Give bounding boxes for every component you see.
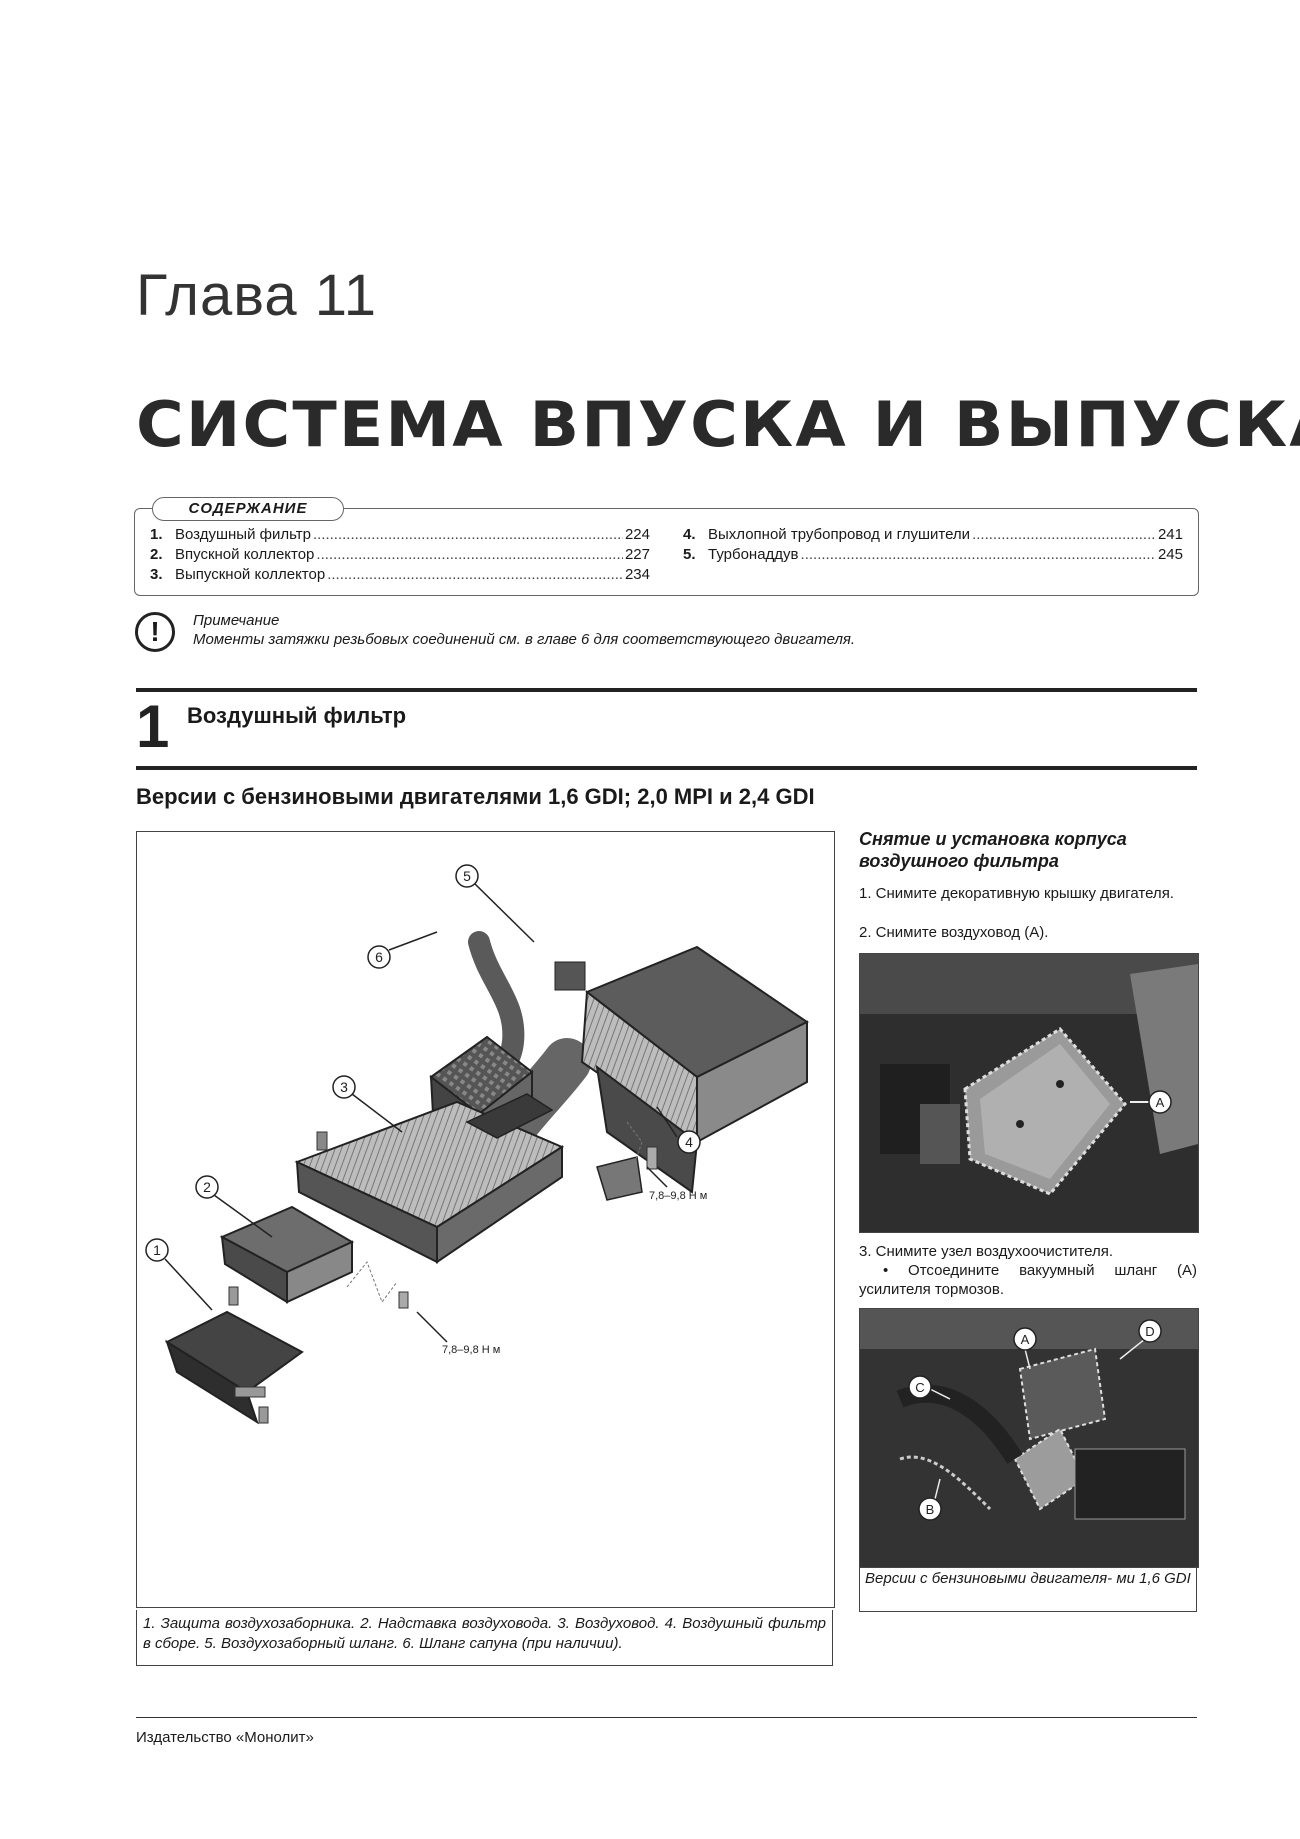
toc-item[interactable]: 1. Воздушный фильтр 224 [150, 525, 650, 545]
photo-label-d: D [1145, 1324, 1154, 1339]
section-title: Воздушный фильтр [187, 703, 407, 728]
exclamation-icon: ! [135, 612, 175, 652]
footer-rule [136, 1717, 1197, 1718]
toc-num: 5. [683, 546, 696, 563]
toc-heading: СОДЕРЖАНИЕ [152, 497, 344, 521]
callout-1: 1 [153, 1242, 161, 1258]
step-3-bullet: • Отсоедините вакуумный шланг (А) усилит… [859, 1262, 1197, 1298]
toc-num: 3. [150, 566, 163, 583]
publisher-footer: Издательство «Монолит» [136, 1729, 314, 1746]
chapter-number: Глава 11 [136, 263, 377, 328]
engine-photo-2: A D C B [859, 1308, 1199, 1568]
callout-2: 2 [203, 1179, 211, 1195]
note-heading: Примечание [193, 612, 280, 629]
step-2: 2. Снимите воздуховод (А). [859, 924, 1049, 941]
photo-label-a: A [1021, 1332, 1030, 1347]
chapter-title: СИСТЕМА ВПУСКА И ВЫПУСКА [136, 388, 1300, 461]
torque-label: 7,8–9,8 Н м [649, 1190, 707, 1202]
photo-label-a: A [1156, 1095, 1165, 1110]
toc-left-column: 1. Воздушный фильтр 224 2. Впускной коллект… [150, 525, 650, 585]
toc-label: Выхлопной трубопровод и глушители [708, 526, 971, 543]
toc-right-column: 4. Выхлопной трубопровод и глушители 241 5… [683, 525, 1183, 565]
toc-page: 224 [624, 526, 650, 543]
section-rule-top [136, 688, 1197, 692]
toc-label: Выпускной коллектор [175, 566, 326, 583]
toc-item[interactable]: 3. Выпускной коллектор 234 [150, 565, 650, 585]
toc-page: 234 [624, 566, 650, 583]
callout-3: 3 [340, 1079, 348, 1095]
photo-label-b: B [926, 1502, 935, 1517]
step-3: 3. Снимите узел воздухоочистителя. [859, 1243, 1114, 1260]
photo-caption-text: Версии с бензиновыми двигателя- ми 1,6 G… [865, 1570, 1191, 1587]
callout-6: 6 [375, 949, 383, 965]
callout-4: 4 [685, 1134, 693, 1150]
photo-caption: Версии с бензиновыми двигателя- ми 1,6 G… [859, 1566, 1197, 1612]
note-text: Моменты затяжки резьбовых соединений см.… [193, 631, 856, 648]
toc-label: Впускной коллектор [175, 546, 315, 563]
toc-label: Воздушный фильтр [175, 526, 311, 543]
section-number: 1 [136, 693, 170, 760]
subsection-title: Версии с бензиновыми двигателями 1,6 GDI… [136, 784, 815, 809]
engine-photo-1: A [859, 953, 1199, 1233]
figure-caption: 1. Защита воздухозаборника. 2. Надставка… [136, 1610, 833, 1666]
procedure-title: Снятие и установка корпуса воздушного фи… [859, 829, 1127, 871]
toc-num: 1. [150, 526, 163, 543]
toc-num: 2. [150, 546, 163, 563]
toc-item[interactable]: 2. Впускной коллектор 227 [150, 545, 650, 565]
toc-page: 245 [1157, 546, 1183, 563]
toc-page: 227 [624, 546, 650, 563]
toc-box [134, 508, 1199, 596]
toc-num: 4. [683, 526, 696, 543]
photo-label-c: C [915, 1380, 924, 1395]
step-1: 1. Снимите декоративную крышку двигателя… [859, 885, 1174, 902]
toc-item[interactable]: 4. Выхлопной трубопровод и глушители 241 [683, 525, 1183, 545]
air-filter-exploded-diagram: 1 2 3 4 5 6 7,8–9,8 Н м 7,8–9,8 Н м [136, 831, 835, 1608]
toc-page: 241 [1157, 526, 1183, 543]
toc-item[interactable]: 5. Турбонаддув 245 [683, 545, 1183, 565]
section-rule-bottom [136, 766, 1197, 770]
torque-label: 7,8–9,8 Н м [442, 1344, 500, 1356]
toc-label: Турбонаддув [708, 546, 799, 563]
callout-5: 5 [463, 868, 471, 884]
figure-caption-text: 1. Защита воздухозаборника. 2. Надставка… [143, 1615, 826, 1652]
